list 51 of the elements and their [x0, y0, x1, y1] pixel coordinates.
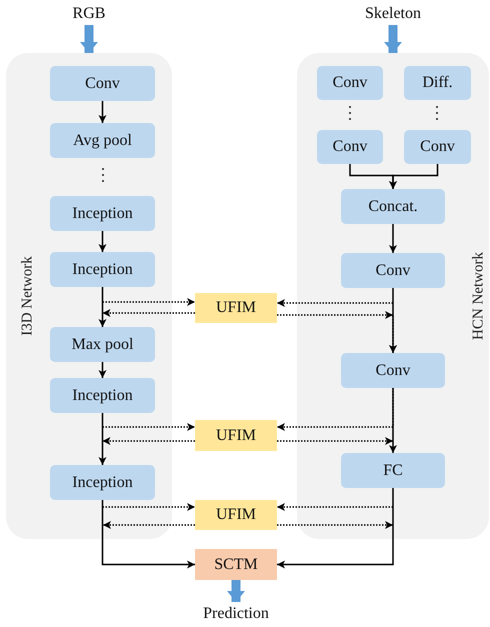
flow-arrow	[227, 580, 245, 602]
arrow	[277, 388, 394, 431]
input-label: RGB	[60, 3, 118, 25]
module-box: UFIM	[195, 293, 277, 323]
arrow	[277, 503, 393, 511]
input-label: Prediction	[176, 602, 296, 626]
network-panel	[297, 53, 489, 539]
arrow	[98, 413, 106, 465]
layer-box: Inception	[50, 378, 155, 413]
arrow	[98, 101, 106, 123]
layer-box: Conv	[404, 130, 471, 164]
layer-box: Conv	[341, 353, 445, 388]
arrow	[277, 299, 393, 307]
arrow	[98, 231, 106, 252]
arrow	[98, 362, 106, 378]
arrow	[389, 164, 438, 189]
layer-box: Inception	[50, 196, 155, 231]
panel-label: HCN Network	[470, 252, 488, 340]
layer-box: Conv	[341, 253, 445, 288]
layer-box: Conv	[317, 130, 383, 164]
layer-box: Concat.	[341, 189, 445, 224]
module-box: UFIM	[195, 420, 277, 451]
layer-box: Inception	[50, 252, 155, 287]
layer-box: Inception	[50, 465, 155, 500]
arrow	[103, 521, 195, 529]
flow-arrow	[80, 25, 98, 53]
arrow	[102, 503, 195, 511]
flow-arrow	[384, 25, 402, 53]
layer-box: Max pool	[50, 327, 155, 362]
arrow	[277, 488, 394, 568]
arrow	[102, 437, 195, 445]
layer-box: Conv	[50, 66, 155, 101]
input-label: Skeleton	[343, 3, 443, 25]
arrow	[102, 309, 195, 317]
arrow	[277, 521, 393, 529]
arrow	[389, 224, 397, 253]
arrow	[102, 500, 195, 568]
arrow	[277, 437, 393, 445]
panel-label: I3D Network	[20, 256, 36, 336]
layer-box: Avg pool	[50, 123, 155, 158]
arrow	[389, 388, 397, 453]
arrow	[102, 423, 195, 431]
network-panel	[6, 53, 172, 539]
module-box: SCTM	[195, 549, 277, 580]
layer-box: Conv	[317, 66, 383, 100]
arrow	[277, 311, 397, 353]
arrow	[98, 287, 106, 327]
arrow	[102, 298, 195, 306]
layer-box: Diff.	[404, 66, 471, 100]
layer-box: FC	[341, 453, 445, 488]
module-box: UFIM	[195, 500, 277, 530]
